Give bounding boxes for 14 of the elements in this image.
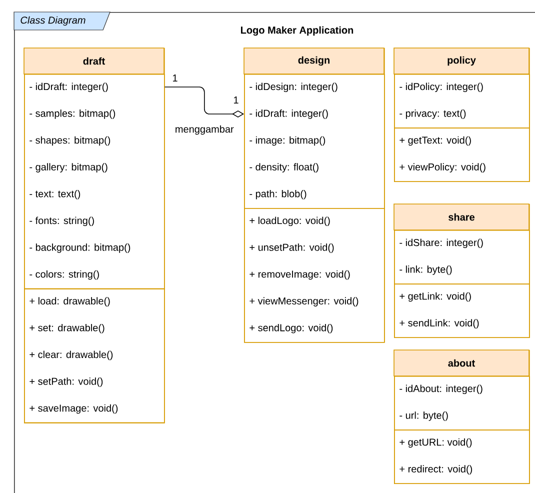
method-compartment: + loadLogo: void() + unsetPath: void() + removeImage: void() + viewMessenger: void() + sendLogo: void() <box>244 208 385 343</box>
aggregation-connector <box>164 86 244 118</box>
attribute-compartment: - idDraft: integer() - samples: bitmap() - shapes: bitmap() - gallery: bitmap() - text: text() - fonts: string() - background: bitmap() - colors: string() <box>24 74 165 290</box>
attribute-compartment: - idPolicy: integer() - privacy: text() <box>394 74 530 128</box>
method-compartment: + getLink: void() + sendLink: void() <box>394 284 530 338</box>
method-compartment: + load: drawable() + set: drawable() + clear: drawable() + setPath: void() + saveImage: void() <box>24 288 165 424</box>
title: Logo Maker Application <box>241 26 354 36</box>
attribute-compartment: - idAbout: integer() - url: byte() <box>394 376 530 430</box>
attribute-compartment: - idDesign: integer() - idDraft: integer() - image: bitmap() - density: float() - path: blob() <box>244 74 385 209</box>
edge-label: menggambar <box>174 124 235 136</box>
attribute-compartment: - idShare: integer() - link: byte() <box>394 230 530 284</box>
method-compartment: + getURL: void() + redirect: void() <box>394 430 530 484</box>
method-compartment: + getText: void() + viewPolicy: void() <box>394 128 530 182</box>
multiplicity: 1 <box>173 74 178 82</box>
